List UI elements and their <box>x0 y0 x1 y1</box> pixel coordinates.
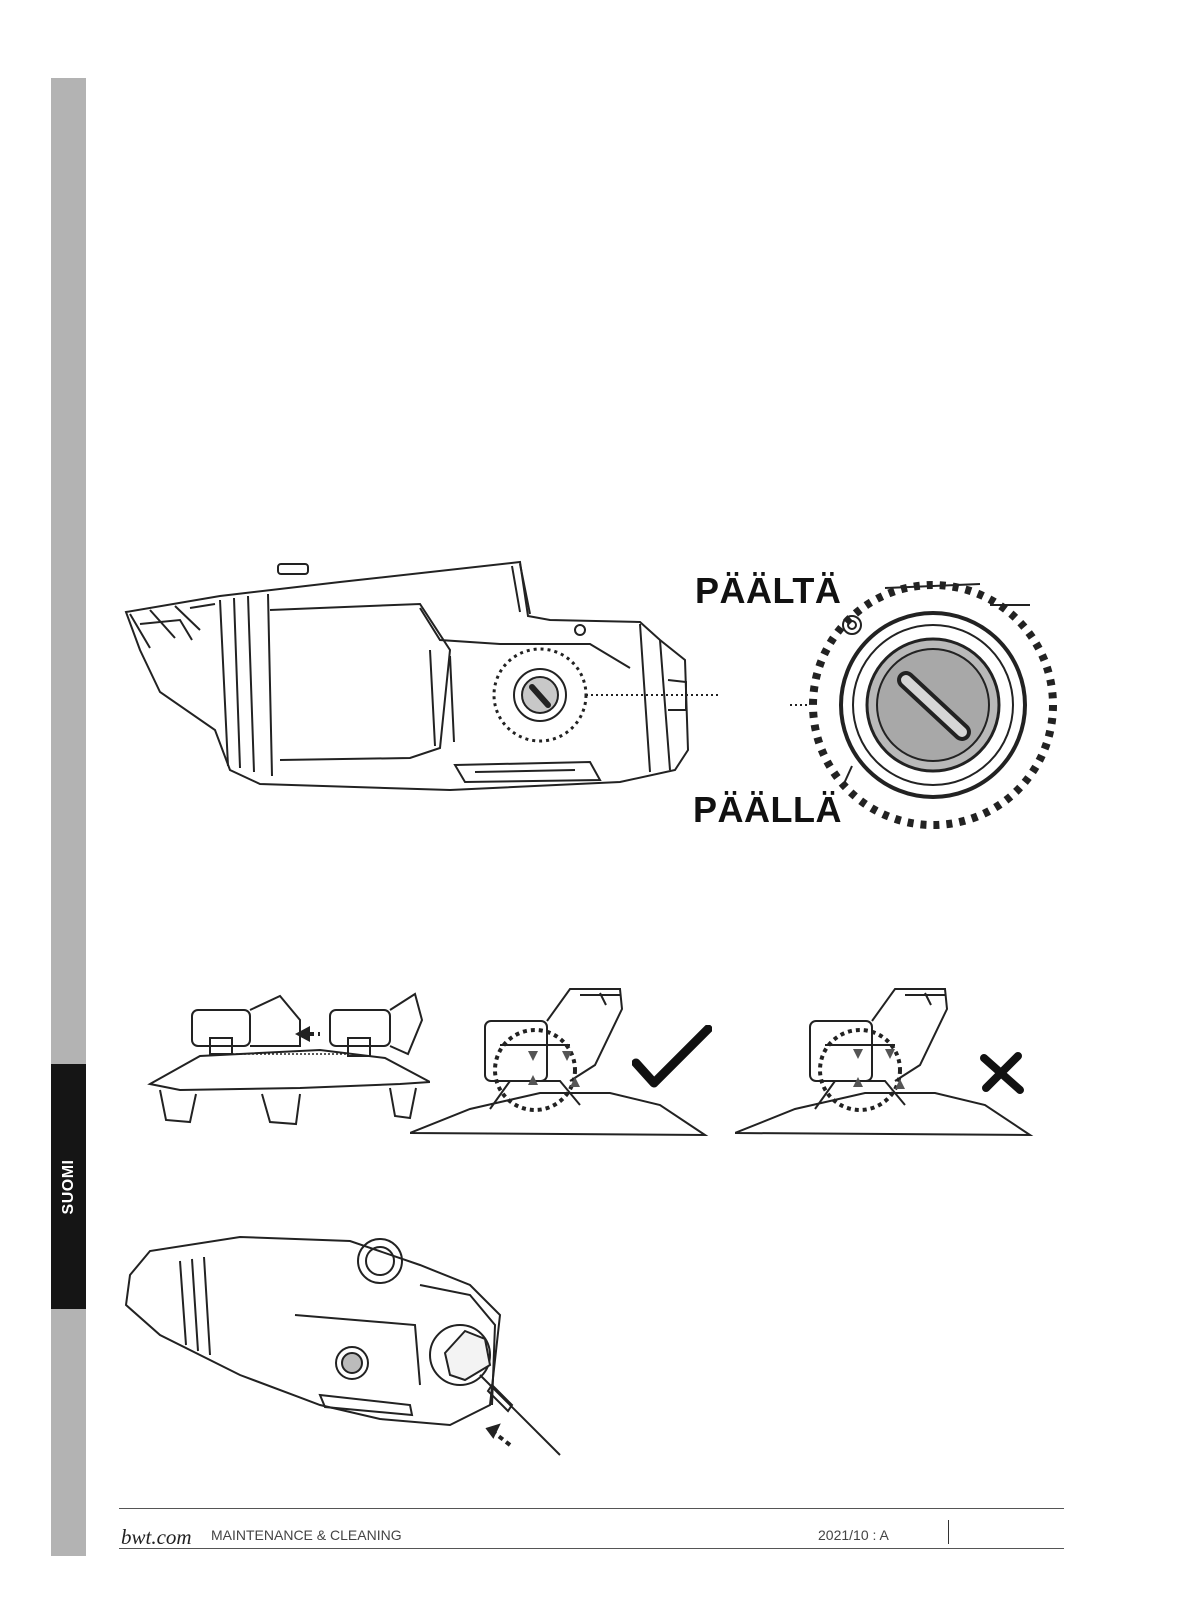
footer-section: MAINTENANCE & CLEANING <box>211 1527 402 1543</box>
cap-attach-illustration <box>140 990 430 1130</box>
footer-bottom-rule <box>119 1548 1064 1549</box>
footer-divider <box>948 1520 949 1544</box>
footer-version: 2021/10 : A <box>818 1527 889 1543</box>
footer-logo: bwt.com <box>121 1525 192 1550</box>
device-needle-illustration <box>120 1235 580 1465</box>
device-side-view-illustration <box>120 560 720 820</box>
check-mark-icon <box>632 1025 712 1095</box>
dial-on-label: PÄÄLLÄ <box>693 789 842 831</box>
language-tab: SUOMI <box>51 1064 86 1309</box>
cross-mark-icon <box>978 1052 1028 1094</box>
dial-off-label: PÄÄLTÄ <box>695 570 841 612</box>
footer-top-rule <box>119 1508 1064 1509</box>
side-bar <box>51 78 86 1556</box>
language-tab-label: SUOMI <box>60 1159 78 1214</box>
